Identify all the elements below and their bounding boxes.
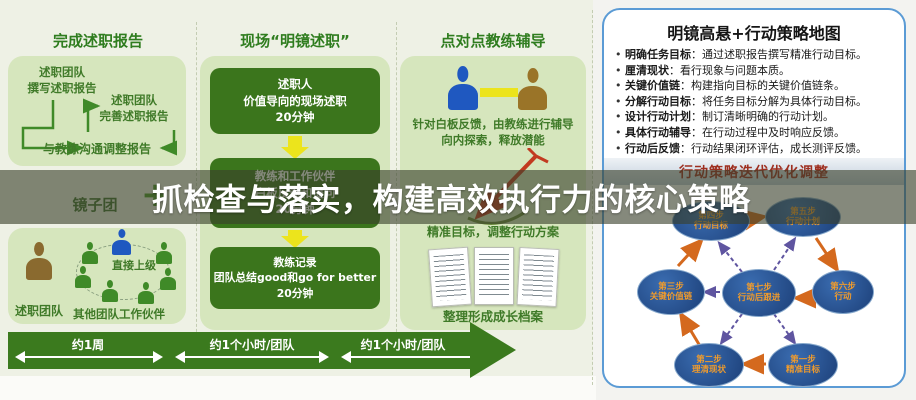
member-person-icon [75,266,91,288]
bullet-term: 行动后反馈 [625,141,680,155]
document-thumbnail [516,246,560,308]
guidance-text: 针对白板反馈，由教练进行辅导 向内探索，释放潜能 [412,117,574,148]
timeline-bar: 约1周 约1个小时/团队 约1个小时/团队 [8,332,487,369]
bullet-item: 行动后反馈：行动结果闭环评估，成长测评反馈。 [614,141,898,157]
headline-banner: 抓检查与落实，构建高效执行力的核心策略 [0,170,916,224]
headline-text: 抓检查与落实，构建高效执行力的核心策略 [152,182,751,219]
step-node: 第七步 行动后跟进 [722,269,796,317]
bullet-term: 关键价值链 [625,79,680,93]
bullet-item: 具体行动辅导：在行动过程中及时响应反馈。 [614,125,898,141]
coach-link-icon [480,88,518,97]
bullet-item: 关键价值链：构建指向目标的关键价值链条。 [614,78,898,94]
member-person-icon [160,268,176,290]
bullet-desc: ：行动结果闭环评估，成长测评反馈。 [680,141,867,155]
bullet-term: 明确任务目标 [625,48,691,61]
reporter-person-icon [26,242,52,280]
column1-title: 完成述职报告 [52,32,143,50]
bullet-term: 具体行动辅导 [625,125,691,139]
bullet-term: 厘清现状 [625,63,669,77]
bullet-desc: ：将任务目标分解为具体行动目标。 [691,94,867,108]
partners-label: 其他团队工作伙伴 [73,307,165,321]
timeline-arrowhead-icon [470,322,516,378]
timeline-segment: 约1个小时/团队 [168,332,336,369]
timeline-label: 约1个小时/团队 [209,338,295,352]
member-person-icon [138,282,154,304]
double-arrow-icon [175,351,329,363]
bullet-desc: ：制订清晰明确的行动计划。 [691,110,834,124]
bottom-background [0,376,596,400]
flow-connector-arrows [21,98,177,156]
step-write-report: 述职团队 撰写述职报告 [27,65,97,96]
double-arrow-icon [341,351,487,363]
stage3-box: 教练记录 团队总结good和go for better 20分钟 [210,247,380,309]
member-person-icon [156,242,172,264]
archive-label: 整理形成成长档案 [442,309,543,324]
down-arrow-icon [288,230,302,237]
stage1-box: 述职人 价值导向的现场述职 20分钟 [210,68,380,134]
step-communicate-coach: 与教练沟通调整报告 [42,142,151,156]
timeline-segment: 约1个小时/团队 [336,332,487,369]
bullet-term: 分解行动目标 [625,94,691,108]
step-node: 第六步 行动 [812,270,874,314]
document-thumbnail [428,246,472,308]
column3-title: 点对点教练辅导 [440,32,546,50]
column2-title: 现场“明镜述职” [240,32,350,50]
team-circle-box: 述职团队 直接上级 其他团队工作伙伴 [8,228,186,324]
document-thumbnail [474,247,514,305]
down-arrow-icon [288,136,302,148]
step-refine-report: 述职团队 完善述职报告 [99,93,169,124]
bullet-desc: ：在行动过程中及时响应反馈。 [691,125,845,139]
superior-label: 直接上级 [112,259,156,272]
bullet-item: 明确任务目标：通过述职报告撰写精准行动目标。 [614,47,898,63]
reporter-label: 述职团队 [14,304,63,318]
step-node: 第一步 精准目标 [768,343,838,387]
strategy-bullet-list: 明确任务目标：通过述职报告撰写精准行动目标。 厘清现状：看行现象与问题本质。 关… [614,47,898,156]
bullet-desc: ：看行现象与问题本质。 [669,63,790,77]
step-node: 第二步 理清现状 [674,343,744,387]
timeline-segment: 约1周 [8,332,168,369]
step-node: 第三步 关键价值链 [637,269,705,315]
member-person-icon [102,280,118,302]
member-person-icon [82,242,98,264]
bullet-item: 厘清现状：看行现象与问题本质。 [614,63,898,79]
bullet-item: 设计行动计划：制订清晰明确的行动计划。 [614,109,898,125]
panel-title: 明镜高悬+行动策略地图 [667,24,841,43]
coachee-person-icon [448,66,478,110]
superior-person-icon [112,229,131,255]
double-arrow-icon [15,351,163,363]
coach-person-icon [518,68,547,110]
bullet-item: 分解行动目标：将任务目标分解为具体行动目标。 [614,94,898,110]
timeline-label: 约1个小时/团队 [360,338,446,352]
bullet-desc: ：通过述职报告撰写精准行动目标。 [691,48,867,61]
bullet-desc: ：构建指向目标的关键价值链条。 [680,79,845,93]
bullet-term: 设计行动计划 [625,110,691,124]
goal-text: 精准目标，调整行动方案 [426,225,559,239]
timeline-label: 约1周 [71,338,105,352]
report-cycle-box: 述职团队 撰写述职报告 述职团队 完善述职报告 与教练沟通调整报告 [8,56,186,166]
